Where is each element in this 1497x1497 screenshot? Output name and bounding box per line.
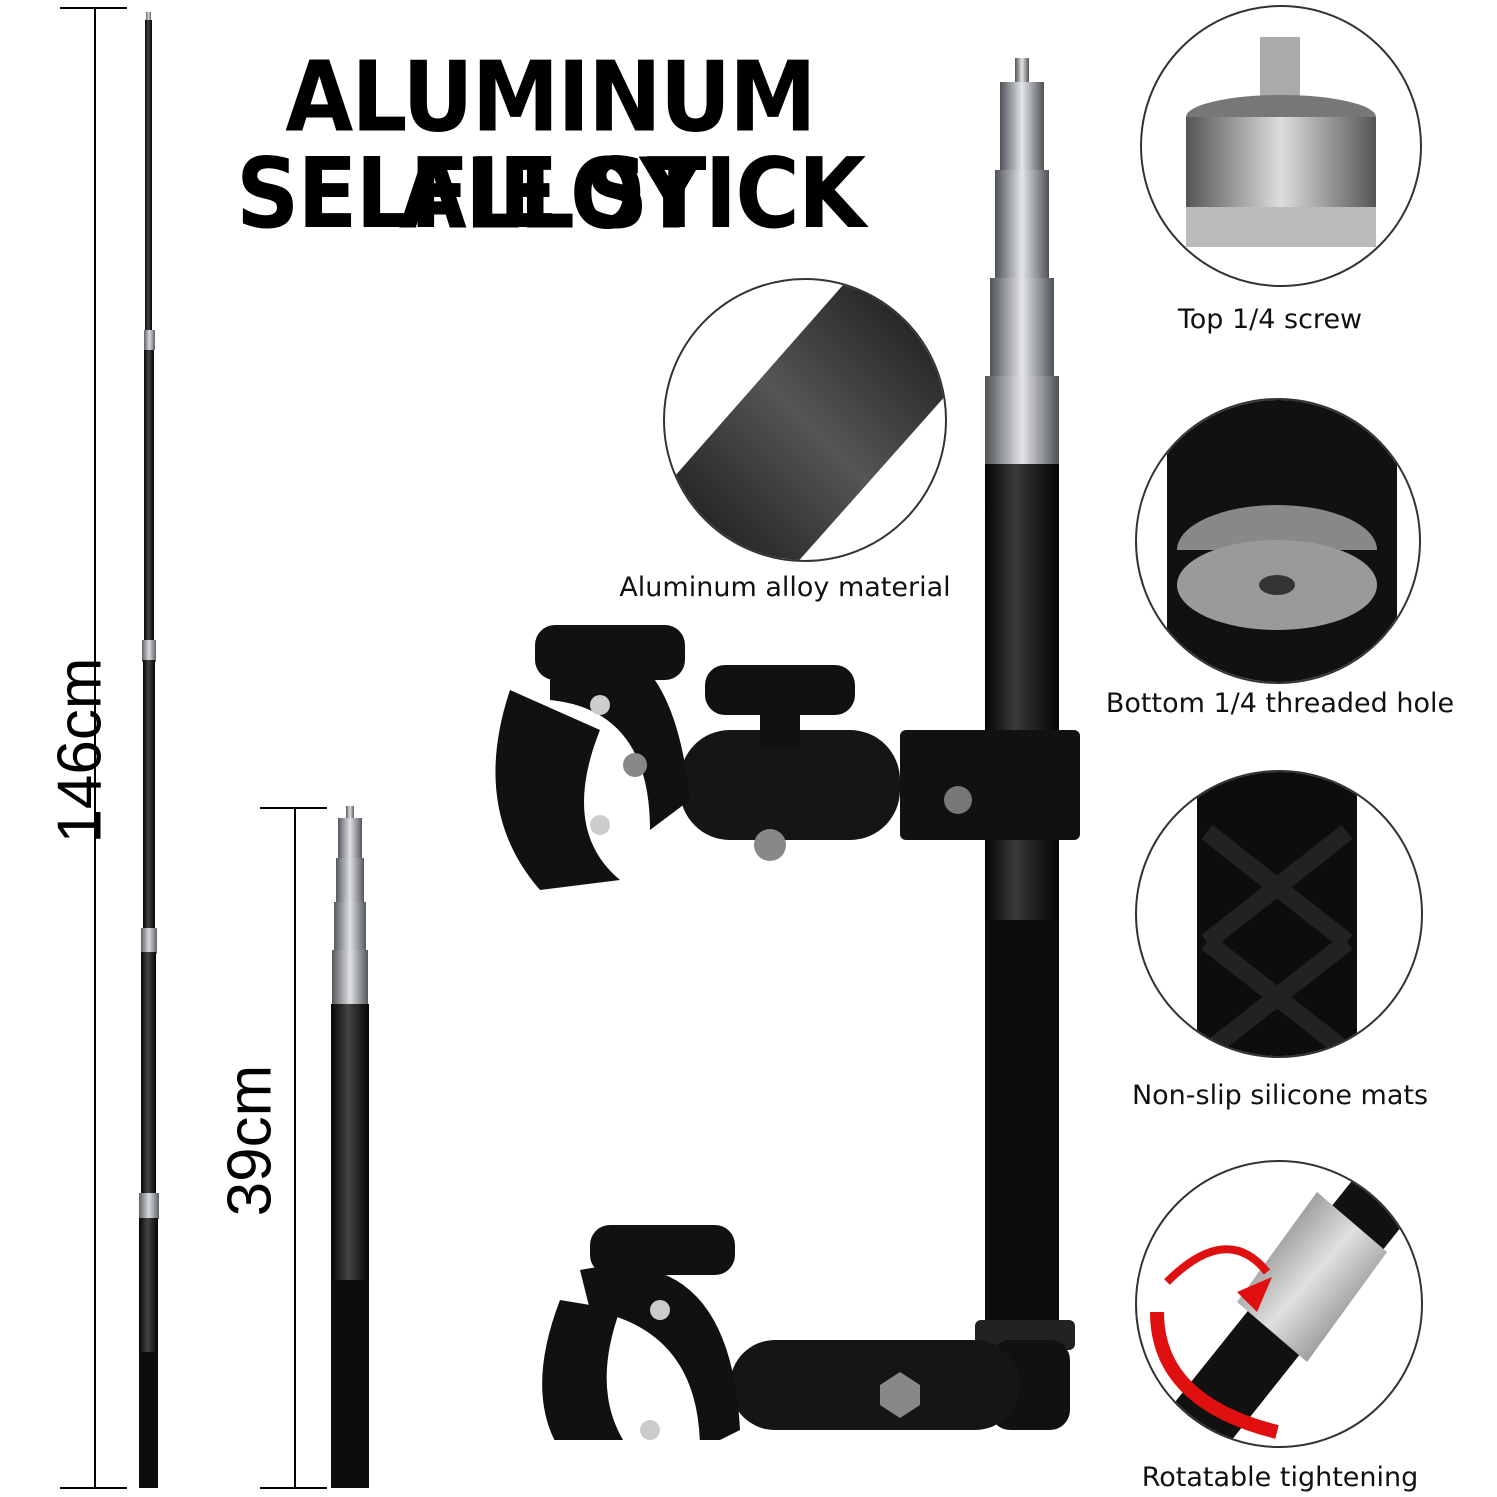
material-caption: Aluminum alloy material [619,572,951,603]
feature-caption-top-screw: Top 1/4 screw [1177,304,1363,335]
top-screw-image [1140,5,1422,287]
bottom-hole-image [1135,398,1421,684]
dimension-line-extended [60,7,127,1489]
silicone-mat-image [1135,770,1423,1058]
collapsed-stick-image [331,806,369,1488]
dimension-line-collapsed [260,807,327,1489]
title-line-2: SELFIE STICK [235,136,866,251]
main-product-image [495,58,1080,1440]
title-line-1: ALUMINUM ALLOY [285,40,817,251]
feature-caption-bottom-hole: Bottom 1/4 threaded hole [1105,688,1455,719]
material-detail-image [663,278,947,562]
dimension-label-extended: 146cm [45,657,115,844]
dimension-label-collapsed: 39cm [215,1064,285,1217]
feature-caption-silicone: Non-slip silicone mats [1131,1080,1429,1111]
extended-stick-image [139,12,159,1488]
feature-caption-rotatable: Rotatable tightening [1141,1462,1419,1493]
rotatable-tightening-image [1135,1160,1423,1448]
